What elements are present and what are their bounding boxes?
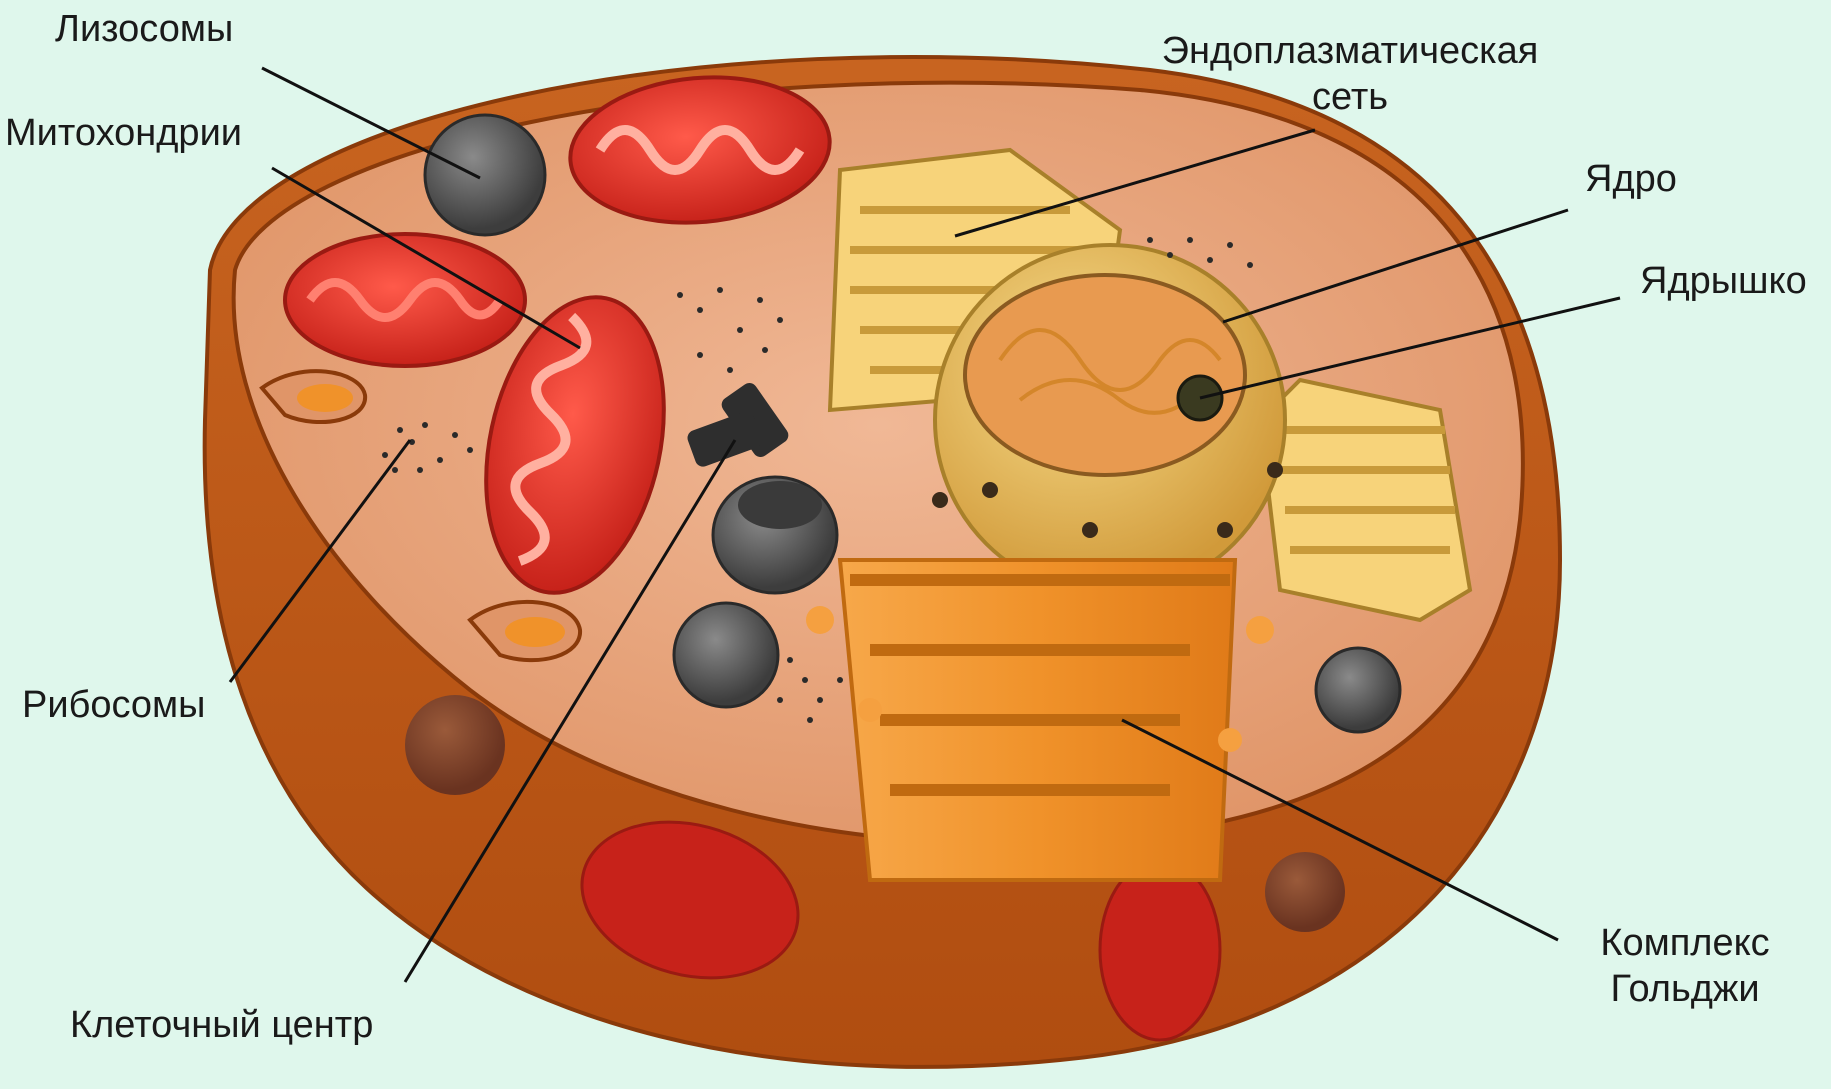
lysosome-mid [674,603,778,707]
label-cell-center: Клеточный центр [70,1002,373,1048]
granule-side-left [405,695,505,795]
lysosome-right [1316,648,1400,732]
label-er: Эндоплазматическая сеть [1140,28,1560,120]
label-nucleus: Ядро [1585,156,1677,202]
label-er-line1: Эндоплазматическая [1140,28,1560,74]
nucleus [932,245,1285,595]
granule-side-right [1265,852,1345,932]
label-ribosomes: Рибосомы [22,682,205,728]
mitochondrion-side-right [1100,860,1220,1040]
label-golgi: Комплекс Гольджи [1580,920,1790,1012]
mitochondrion-left [285,234,525,366]
label-golgi-line2: Гольджи [1580,966,1790,1012]
lysosome-top [425,115,545,235]
lysosome-cup [713,477,837,593]
label-er-line2: сеть [1140,74,1560,120]
label-nucleolus: Ядрышко [1640,258,1807,304]
label-lysosomes: Лизосомы [55,6,233,52]
label-mitochondria: Митохондрии [5,110,242,156]
er-right [1260,380,1470,620]
label-golgi-line1: Комплекс [1580,920,1790,966]
golgi-complex [806,560,1274,880]
